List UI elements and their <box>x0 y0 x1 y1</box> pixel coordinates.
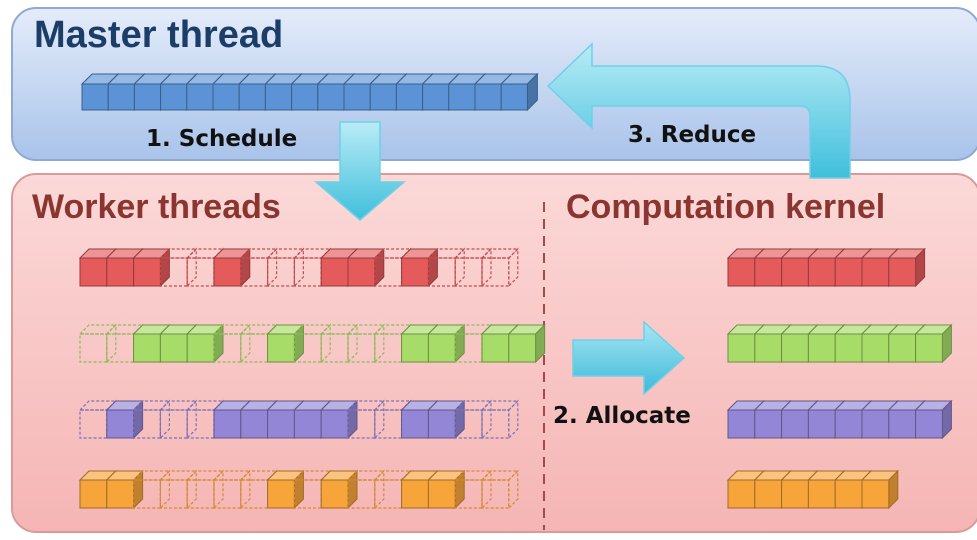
kernel-row <box>726 323 953 364</box>
allocate-arrow <box>572 320 686 396</box>
empty-task-slot <box>480 399 520 440</box>
worker-task-block <box>266 469 305 510</box>
worker-thread-rows <box>78 247 546 510</box>
master-task-block <box>499 72 539 112</box>
kernel-row <box>726 247 926 288</box>
kernel-row <box>726 469 900 510</box>
computation-kernel-title: Computation kernel <box>566 188 886 226</box>
kernel-task-block <box>914 323 953 364</box>
worker-thread-row <box>78 399 520 440</box>
worker-thread-row <box>78 247 520 288</box>
allocate-label: 2. Allocate <box>553 403 691 429</box>
schedule-label: 1. Schedule <box>146 126 298 152</box>
schedule-arrow <box>313 121 407 221</box>
worker-task-block <box>507 323 546 364</box>
master-thread-title: Master thread <box>34 14 284 56</box>
empty-task-slot <box>480 469 520 510</box>
reduce-label: 3. Reduce <box>628 122 757 148</box>
master-task-queue <box>80 72 539 112</box>
empty-task-slot <box>480 247 520 288</box>
worker-thread-row <box>78 469 520 510</box>
worker-task-block <box>427 469 466 510</box>
kernel-rows <box>726 247 953 510</box>
kernel-task-block <box>860 469 900 510</box>
worker-threads-title: Worker threads <box>32 188 281 226</box>
kernel-row <box>726 399 953 440</box>
reduce-arrow <box>546 42 851 179</box>
worker-thread-row <box>78 323 546 364</box>
kernel-task-block <box>887 247 926 288</box>
kernel-task-block <box>914 399 953 440</box>
